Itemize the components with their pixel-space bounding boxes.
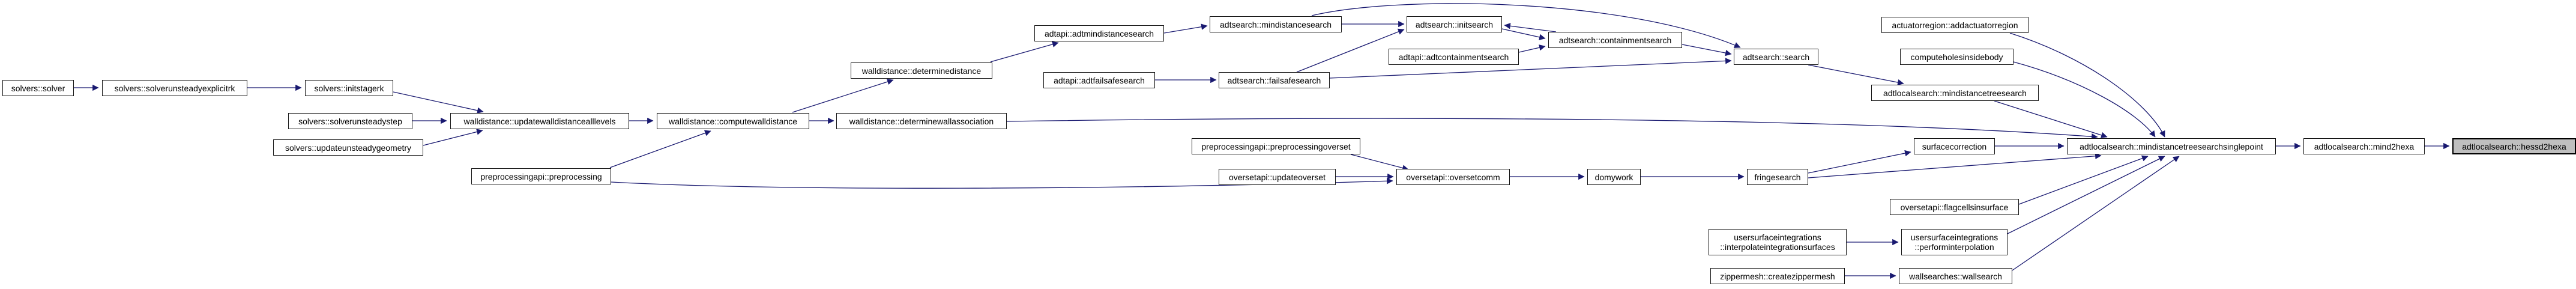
call-edge — [2018, 155, 2149, 205]
node-actuatorregion-addactuatorregion[interactable]: actuatorregion::addactuatorregion — [1881, 17, 2029, 33]
node-adtapi-adtfailsafesearch[interactable]: adtapi::adtfailsafesearch — [1043, 72, 1155, 88]
call-edge — [1808, 153, 2102, 178]
node-usersurfaceintegrations-performinterpolation[interactable]: usersurfaceintegrations ::performinterpo… — [1901, 229, 2007, 255]
node-walldistance-computewalldistance[interactable]: walldistance::computewalldistance — [657, 113, 809, 129]
node-solvers-updateunsteadygeometry[interactable]: solvers::updateunsteadygeometry — [273, 139, 423, 156]
node-adtsearch-containmentsearch[interactable]: adtsearch::containmentsearch — [1548, 32, 1682, 48]
call-edge — [423, 129, 483, 146]
node-solvers-solver[interactable]: solvers::solver — [2, 80, 74, 96]
call-edge — [1682, 44, 1732, 56]
node-preprocessingapi-preprocessing[interactable]: preprocessingapi::preprocessing — [471, 168, 611, 184]
node-wallsearches-wallsearch[interactable]: wallsearches::wallsearch — [1899, 268, 2012, 284]
node-zippermesh-createzippermesh[interactable]: zippermesh::createzippermesh — [1710, 268, 1845, 284]
node-walldistance-updatewalldistancealllevels[interactable]: walldistance::updatewalldistancealllevel… — [450, 113, 629, 129]
call-edge — [1808, 150, 1911, 174]
node-oversetapi-flagcellsinsurface[interactable]: oversetapi::flagcellsinsurface — [1890, 199, 2019, 215]
node-adtsearch-mindistancesearch[interactable]: adtsearch::mindistancesearch — [1210, 16, 1342, 32]
node-walldistance-determinewallassociation[interactable]: walldistance::determinewallassociation — [836, 113, 1007, 129]
node-walldistance-determinedistance[interactable]: walldistance::determinedistance — [851, 62, 992, 79]
node-computeholesinsidebody[interactable]: computeholesinsidebody — [1900, 49, 2013, 65]
node-oversetapi-updateoverset[interactable]: oversetapi::updateoverset — [1219, 169, 1336, 185]
call-edge — [393, 91, 484, 114]
node-adtsearch-failsafesearch[interactable]: adtsearch::failsafesearch — [1219, 72, 1330, 88]
call-edge — [2012, 156, 2180, 271]
node-preprocessingapi-preprocessingoverset[interactable]: preprocessingapi::preprocessingoverset — [1192, 138, 1360, 154]
node-usersurfaceintegrations-interpolateintegrationsurfaces[interactable]: usersurfaceintegrations ::interpolateint… — [1709, 229, 1847, 255]
call-edge — [990, 41, 1059, 62]
call-edge — [1808, 64, 1904, 86]
node-adtlocalsearch-mindistancetreesearchsinglepoint[interactable]: adtlocalsearch::mindistancetreesearchsin… — [2067, 138, 2276, 154]
node-adtapi-adtmindistancesearch[interactable]: adtapi::adtmindistancesearch — [1034, 25, 1164, 41]
call-edge — [2007, 156, 2165, 234]
call-edge — [1006, 118, 2098, 140]
node-surfacecorrection[interactable]: surfacecorrection — [1914, 138, 1995, 154]
node-solvers-initstagerk[interactable]: solvers::initstagerk — [305, 80, 393, 96]
node-adtapi-adtcontainmentsearch[interactable]: adtapi::adtcontainmentsearch — [1389, 49, 1519, 65]
call-edge — [609, 130, 711, 168]
node-adtlocalsearch-mind2hexa[interactable]: adtlocalsearch::mind2hexa — [2303, 138, 2425, 154]
call-edge — [1994, 100, 2108, 138]
node-adtlocalsearch-mindistancetreesearch[interactable]: adtlocalsearch::mindistancetreesearch — [1871, 85, 2039, 101]
node-fringesearch[interactable]: fringesearch — [1747, 169, 1808, 185]
call-edge — [792, 79, 894, 113]
node-adtlocalsearch-hessd2hexa: adtlocalsearch::hessd2hexa — [2452, 138, 2576, 154]
node-domywork[interactable]: domywork — [1587, 169, 1641, 185]
call-edge — [1518, 44, 1546, 53]
node-solvers-solverunsteadyexplicitrk[interactable]: solvers::solverunsteadyexplicitrk — [102, 80, 247, 96]
node-adtsearch-search[interactable]: adtsearch::search — [1734, 49, 1818, 65]
node-oversetapi-oversetcomm[interactable]: oversetapi::oversetcomm — [1396, 169, 1510, 185]
call-edge — [1501, 28, 1546, 40]
node-solvers-solverunsteadystep[interactable]: solvers::solverunsteadystep — [288, 113, 412, 129]
call-edge — [1504, 23, 1557, 32]
call-edge — [1163, 23, 1208, 34]
call-edge — [1350, 154, 1409, 171]
node-adtsearch-initsearch[interactable]: adtsearch::initsearch — [1407, 16, 1502, 32]
